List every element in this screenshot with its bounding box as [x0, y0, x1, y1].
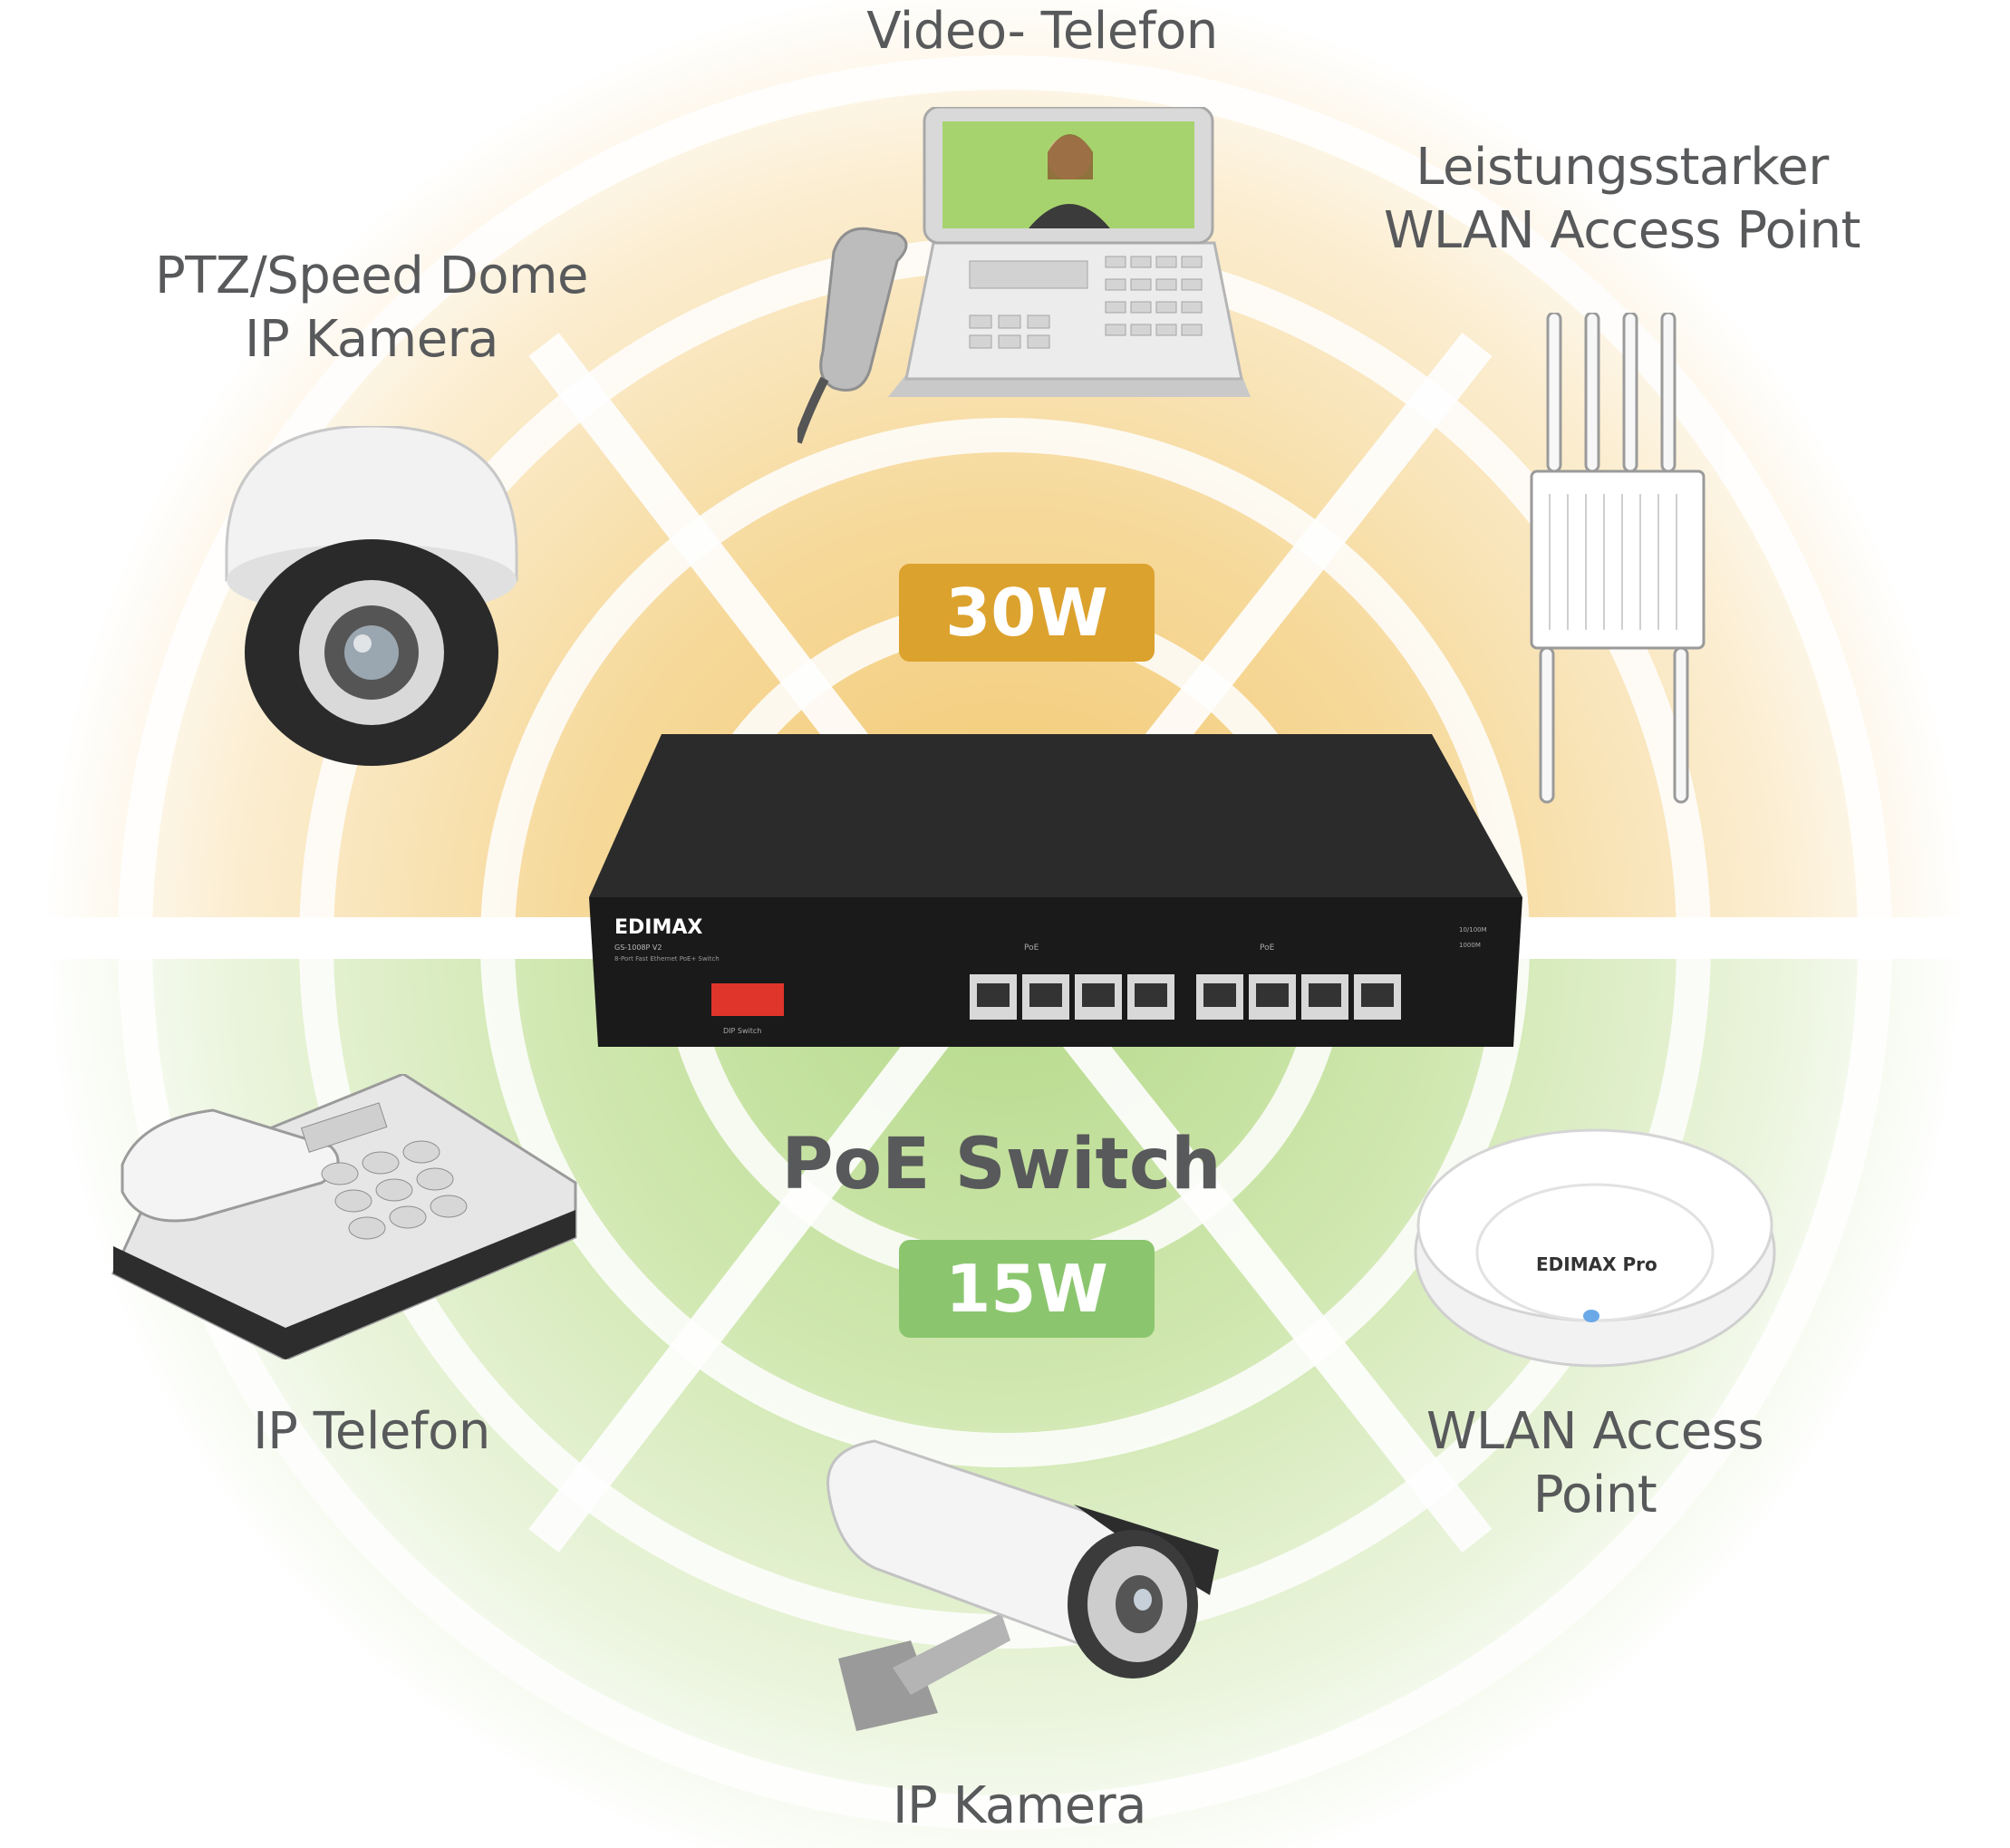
ptz-camera-title-line1: PTZ/Speed Dome [155, 247, 588, 305]
diagram-title: PoE Switch [781, 1124, 1222, 1205]
high-power-ap-title-line1: Leistungsstarker [1416, 138, 1829, 197]
switch-dip-label: DIP Switch [723, 1027, 761, 1035]
switch-poe-label-1: PoE [1024, 943, 1039, 953]
badge-30w-text: 30W [945, 575, 1108, 651]
high-power-ap-title-line2: WLAN Access Point [1384, 201, 1860, 260]
dome-camera-icon [225, 426, 518, 766]
ip-camera-title: IP Kamera [893, 1776, 1146, 1835]
label-video-phone: Video- Telefon [770, 0, 1314, 63]
ip-phone-title: IP Telefon [253, 1402, 490, 1461]
switch-led-legend-1: 10/100M [1459, 926, 1487, 934]
desk-phone-icon [111, 1074, 577, 1359]
outdoor-access-point-icon [1530, 313, 1706, 804]
video-phone-icon [797, 107, 1251, 444]
switch-led-legend-2: 1000M [1459, 942, 1481, 949]
switch-model: GS-1008P V2 [614, 943, 662, 952]
label-high-power-ap: Leistungsstarker WLAN Access Point [1350, 136, 1894, 263]
switch-poe-label-2: PoE [1260, 943, 1275, 953]
label-ptz-camera: PTZ/Speed Dome IP Kamera [91, 245, 652, 372]
switch-brand: EDIMAX [614, 916, 702, 939]
bullet-camera-icon [826, 1439, 1219, 1731]
wlan-ap-title-line1: WLAN Access [1425, 1402, 1764, 1461]
badge-15w: 15W [899, 1240, 1155, 1338]
video-phone-title: Video- Telefon [866, 2, 1218, 61]
label-ip-camera: IP Kamera [816, 1775, 1223, 1838]
wlan-ap-title-line2: Point [1532, 1466, 1657, 1524]
switch-subtitle: 8-Port Fast Ethernet PoE+ Switch [614, 955, 720, 963]
label-ip-phone: IP Telefon [181, 1400, 562, 1464]
label-wlan-ap: WLAN Access Point [1368, 1400, 1822, 1527]
ptz-camera-title-line2: IP Kamera [245, 310, 498, 369]
network-switch-icon: EDIMAX GS-1008P V2 8-Port Fast Ethernet … [589, 734, 1522, 1047]
ap-brand: EDIMAX Pro [1536, 1253, 1657, 1275]
ceiling-access-point-icon: EDIMAX Pro [1414, 1128, 1776, 1368]
badge-15w-text: 15W [945, 1251, 1108, 1327]
badge-30w: 30W [899, 564, 1155, 662]
